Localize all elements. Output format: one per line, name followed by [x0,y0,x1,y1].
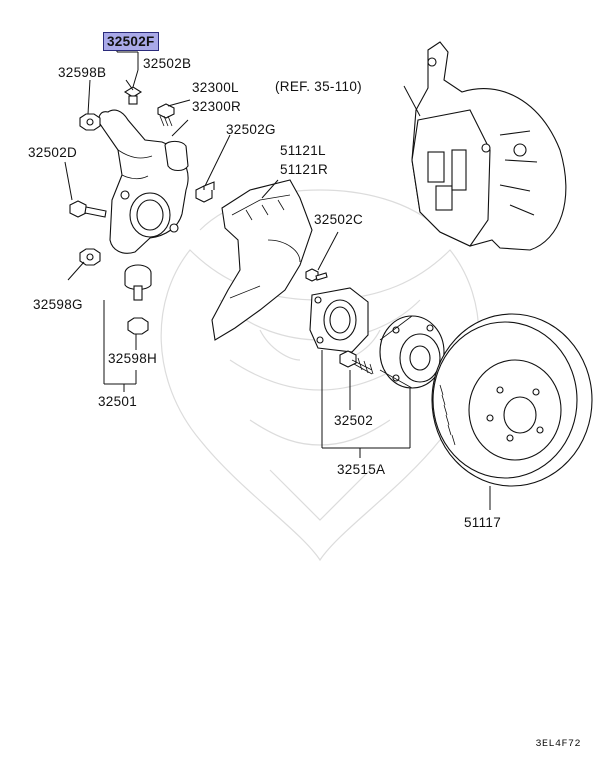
part-label-32598B[interactable]: 32598B [58,65,107,80]
part-label-51117[interactable]: 51117 [464,515,502,530]
brake-disc[interactable] [431,313,593,487]
nut-32598G[interactable] [79,248,101,266]
nut-32598B[interactable] [79,113,101,131]
bolt-32502G[interactable] [195,181,215,203]
part-label-32300L[interactable]: 32300L [192,80,239,95]
leader-lines [64,40,491,510]
nut-32598H[interactable] [127,317,149,335]
diagram-code: 3EL4F72 [535,739,581,750]
hub-bearing[interactable] [309,287,369,353]
bolt-32502F[interactable] [157,103,175,127]
wheel-stud[interactable] [339,350,374,375]
steering-knuckle[interactable] [98,109,189,254]
part-label-51121L[interactable]: 51121L [280,143,326,158]
bolt-32502B[interactable] [123,86,143,105]
bolt-32502D[interactable] [69,200,107,218]
part-label-32598H[interactable]: 32598H [108,351,158,366]
part-label-32502D[interactable]: 32502D [28,145,78,160]
part-label-32501[interactable]: 32501 [98,394,138,409]
part-label-32598G[interactable]: 32598G [33,297,83,312]
part-label-32502B[interactable]: 32502B [143,56,192,71]
wheel-hub[interactable] [379,315,445,389]
part-label-32502G[interactable]: 32502G [226,122,276,137]
dust-shield[interactable] [211,179,313,341]
bolt-32502C[interactable] [305,268,328,282]
part-label-32502C[interactable]: 32502C [314,212,364,227]
part-label-32502F[interactable]: 32502F [103,32,159,51]
part-label-32502[interactable]: 32502 [334,413,374,428]
part-label-51121R[interactable]: 51121R [280,162,329,177]
ball-joint-32501[interactable] [124,264,152,301]
brake-caliper-reference[interactable] [411,41,567,251]
reference-label[interactable]: (REF. 35-110) [275,79,362,94]
part-label-32515A[interactable]: 32515A [337,462,386,477]
part-label-32300R[interactable]: 32300R [192,99,242,114]
